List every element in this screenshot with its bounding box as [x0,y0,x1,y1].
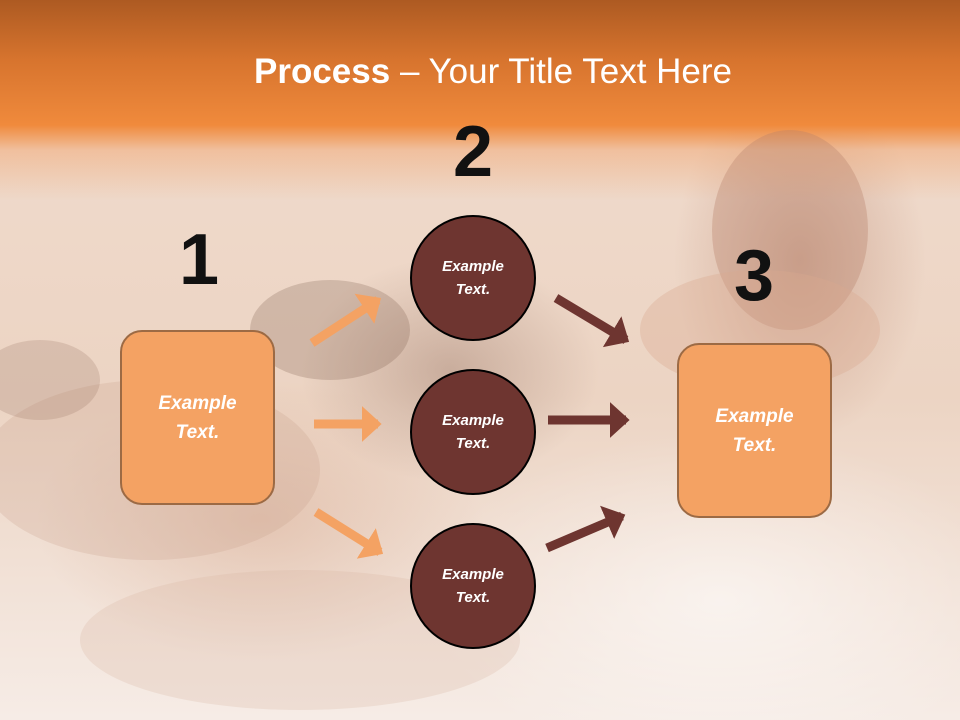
step-number-2: 2 [452,112,494,192]
arrow-left-to-top [309,293,382,347]
arrow-top-to-right [553,294,630,348]
step-number-1: 1 [178,220,220,300]
step-2-circle-top: Example Text. [410,215,536,341]
title-rest: – Your Title Text Here [390,52,732,91]
step-3-box: Example Text. [677,343,832,518]
step-1-box: Example Text. [120,330,275,505]
step-2-circle-middle: Example Text. [410,369,536,495]
step-number-3: 3 [733,236,775,316]
arrow-bottom-to-right [545,505,626,553]
title-bold: Process [254,52,391,91]
step-2-circle-bottom: Example Text. [410,523,536,649]
arrow-left-to-bottom [313,508,384,559]
slide-title: Process – Your Title Text Here [0,52,960,92]
